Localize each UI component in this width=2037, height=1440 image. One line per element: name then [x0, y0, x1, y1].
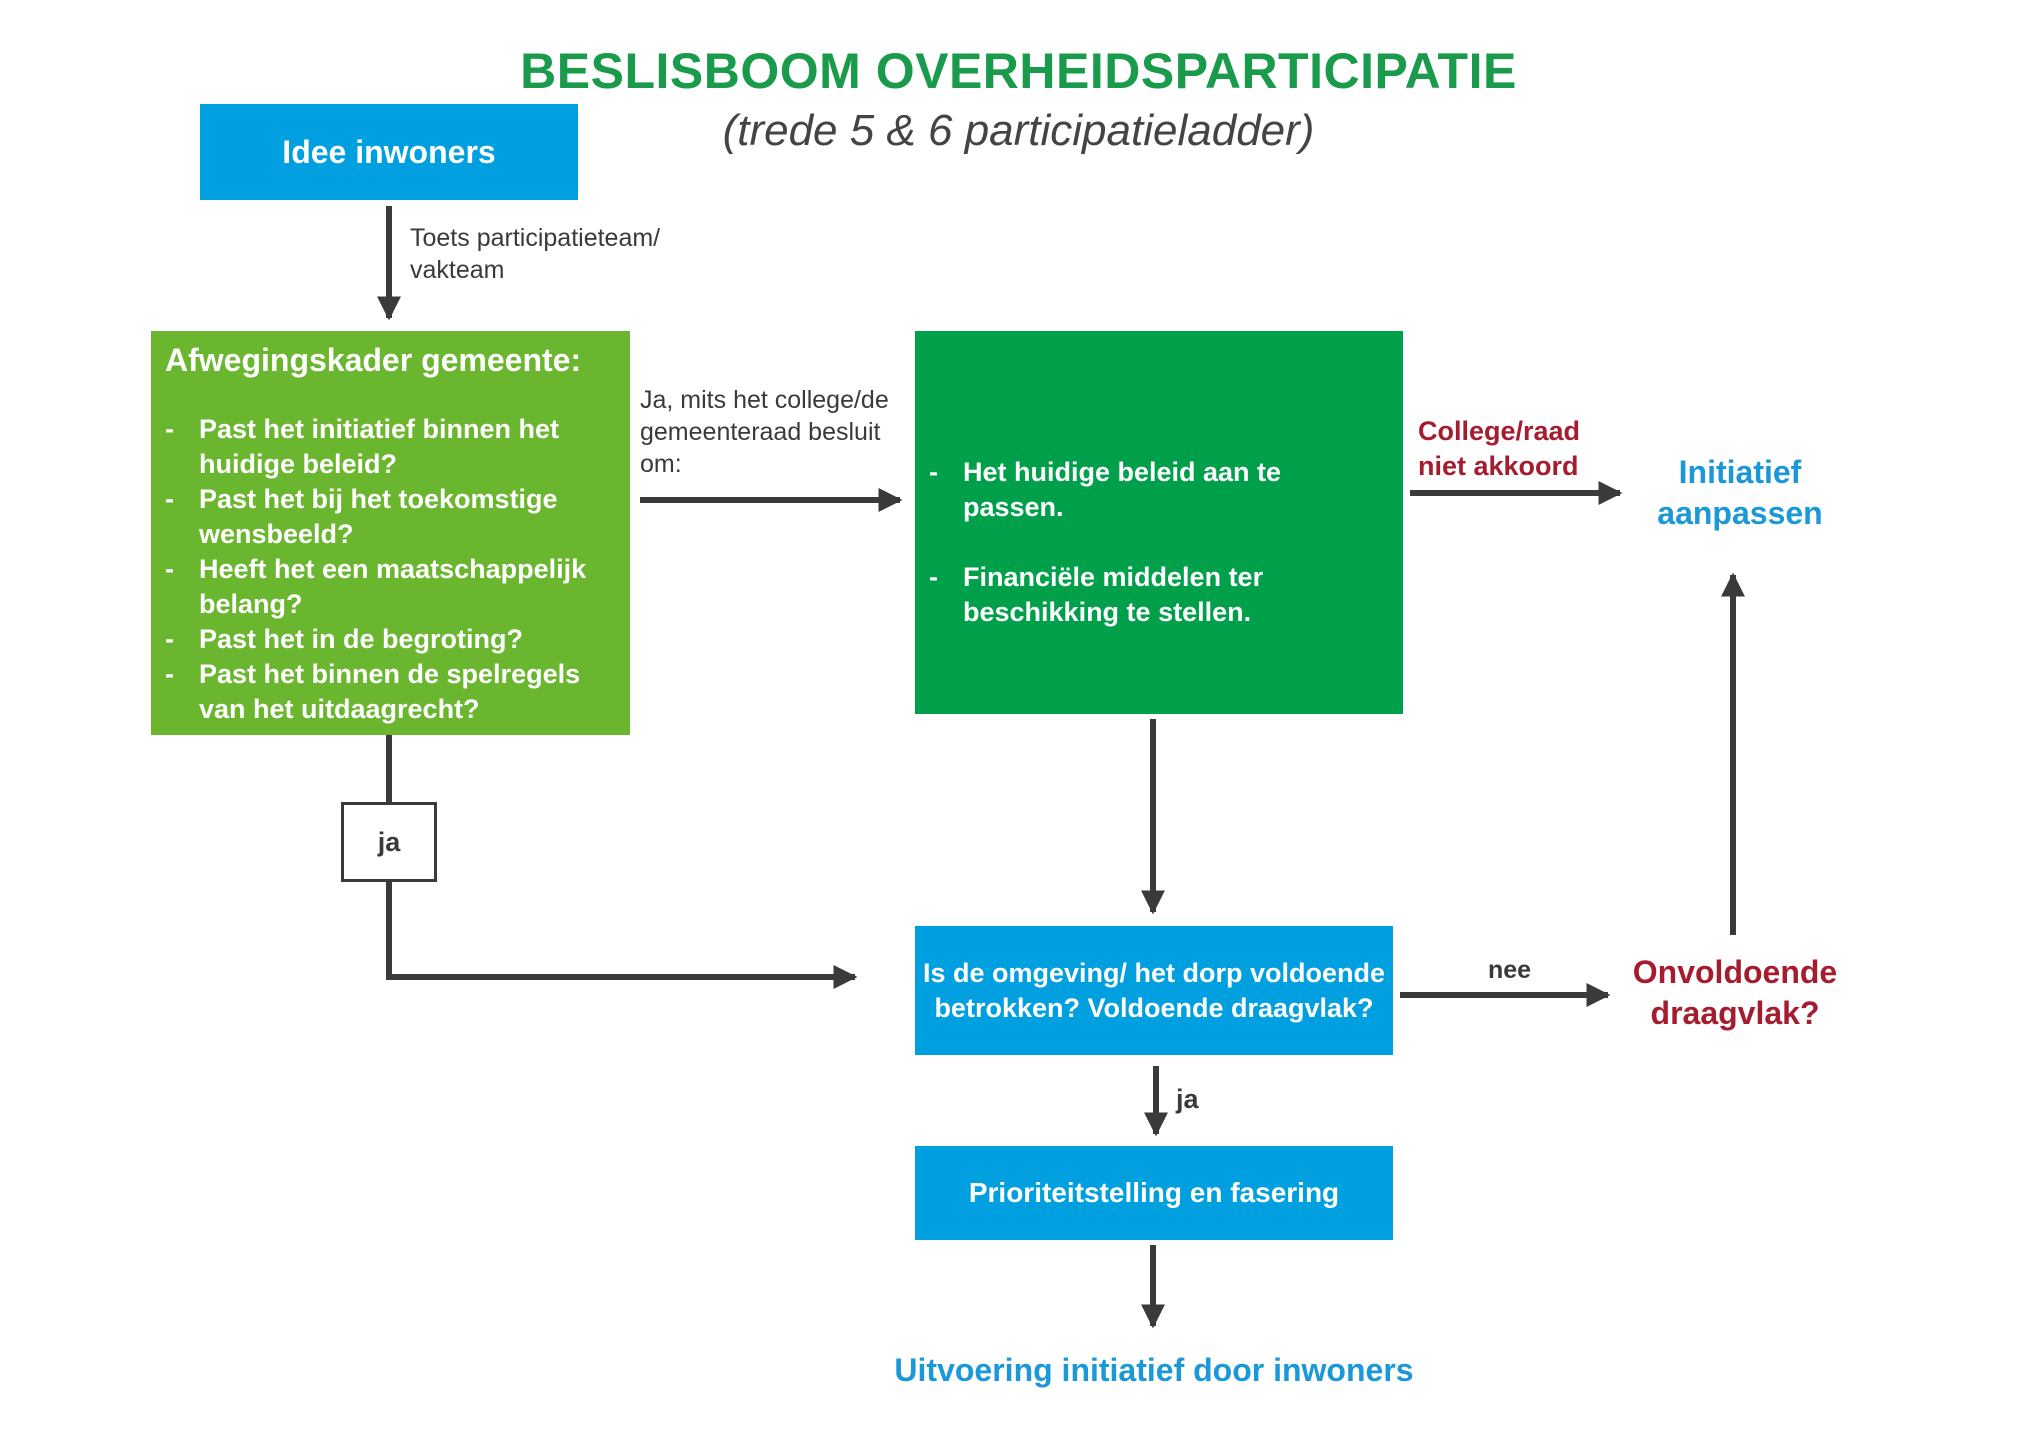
- onvoldoende-line: Onvoldoende: [1632, 954, 1838, 990]
- question-line: Past het in de begroting?: [199, 624, 524, 654]
- college-line: College/raad: [1418, 416, 1581, 446]
- nee-label: nee: [1488, 956, 1532, 984]
- question-item: - Past het bij het toekomstige wensbeeld…: [165, 482, 616, 552]
- arrow-ja-to-omgeving: [386, 882, 858, 989]
- ja-label: ja: [1176, 1084, 1199, 1114]
- besluit-item: - Het huidige beleid aan te passen.: [929, 455, 1389, 525]
- diagram-subtitle: (trede 5 & 6 participatieladder): [722, 106, 1315, 155]
- afwegingskader-heading: Afwegingskader gemeente:: [165, 342, 582, 378]
- initiatief-line: aanpassen: [1657, 495, 1823, 531]
- question-line: van het uitdaagrecht?: [199, 694, 480, 724]
- ja-mits-line: Ja, mits het college/de: [640, 386, 889, 414]
- diagram-title: BESLISBOOM OVERHEIDSPARTICIPATIE: [520, 43, 1517, 99]
- onvoldoende-line: draagvlak?: [1650, 995, 1820, 1031]
- question-item: - Heeft het een maatschappelijk belang?: [165, 552, 616, 622]
- toets-label-line: vakteam: [410, 256, 505, 284]
- omgeving-line: Is de omgeving/ het dorp voldoende: [922, 957, 1386, 988]
- onvoldoende-draagvlak-label: Onvoldoende draagvlak?: [1600, 952, 1870, 1034]
- college-line: niet akkoord: [1418, 451, 1579, 481]
- question-line: Heeft het een maatschappelijk: [199, 554, 587, 584]
- question-line: Past het binnen de spelregels: [199, 659, 581, 689]
- question-line: Past het initiatief binnen het: [199, 414, 560, 444]
- afwegingskader-box: Afwegingskader gemeente: - Past het init…: [151, 331, 630, 735]
- college-niet-akkoord-label: College/raad niet akkoord: [1418, 414, 1580, 484]
- prioriteitstelling-box: Prioriteitstelling en fasering: [915, 1146, 1393, 1240]
- toets-label-line: Toets participatieteam/: [410, 224, 661, 252]
- question-item: - Past het initiatief binnen het huidige…: [165, 412, 616, 482]
- besluit-line: beschikking te stellen.: [963, 597, 1252, 627]
- question-line: wensbeeld?: [199, 519, 354, 549]
- besluit-line: Het huidige beleid aan te passen.: [963, 457, 1282, 522]
- question-line: Past het bij het toekomstige: [199, 484, 558, 514]
- initiatief-line: Initiatief: [1678, 454, 1802, 490]
- initiatief-aanpassen-label: Initiatief aanpassen: [1620, 452, 1860, 534]
- uitvoering-label: Uitvoering initiatief door inwoners: [894, 1352, 1414, 1388]
- besluit-line: Financiële middelen ter: [963, 562, 1264, 592]
- question-item: - Past het binnen de spelregels van het …: [165, 657, 616, 727]
- toets-label: Toets participatieteam/ vakteam: [410, 222, 660, 286]
- besluit-box: - Het huidige beleid aan te passen. - Fi…: [915, 331, 1403, 714]
- question-line: huidige beleid?: [199, 449, 398, 479]
- ja-mits-line: om:: [640, 450, 682, 478]
- ja-mits-label: Ja, mits het college/de gemeenteraad bes…: [640, 384, 889, 480]
- ja-box: ja: [341, 802, 437, 882]
- omgeving-line: betrokken? Voldoende draagvlak?: [934, 992, 1374, 1023]
- idee-inwoners-box: Idee inwoners: [200, 104, 578, 200]
- besluit-item: - Financiële middelen ter beschikking te…: [929, 560, 1389, 630]
- ja-mits-line: gemeenteraad besluit: [640, 418, 881, 446]
- question-item: - Past het in de begroting?: [165, 622, 616, 657]
- omgeving-box: Is de omgeving/ het dorp voldoende betro…: [915, 926, 1393, 1055]
- question-line: belang?: [199, 589, 303, 619]
